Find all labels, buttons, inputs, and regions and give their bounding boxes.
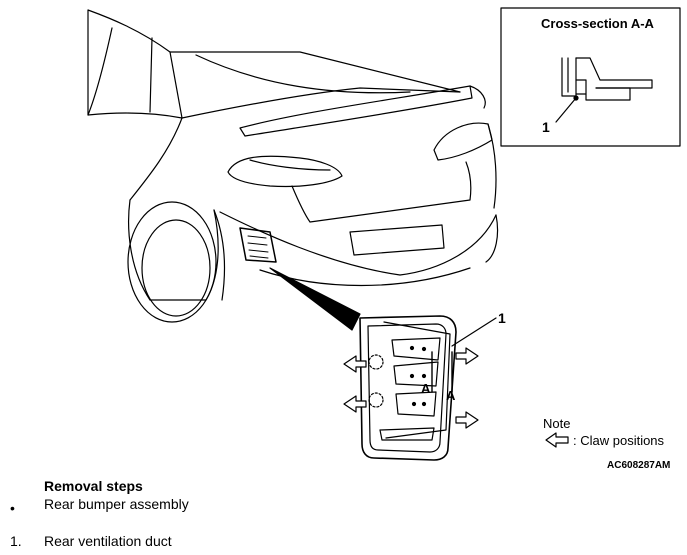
claw-arrow-left-lower	[343, 395, 367, 413]
note-legend-text: : Claw positions	[573, 433, 665, 448]
removal-step-marker: •	[10, 500, 15, 516]
detail-part-number: 1	[498, 310, 506, 326]
claw-arrow-left-upper	[343, 355, 367, 373]
note-label: Note	[543, 416, 570, 431]
vent-location-marker	[239, 227, 277, 263]
detail-part-leader	[451, 317, 497, 347]
figure-code: AC608287AM	[607, 460, 670, 471]
hollow-arrow-left-icon	[545, 432, 569, 448]
car-rear-illustration	[87, 9, 499, 323]
claw-arrows	[343, 347, 479, 429]
removal-steps-title: Removal steps	[44, 478, 143, 494]
removal-step-marker: 1.	[10, 533, 22, 549]
claw-arrow-right-lower	[455, 411, 479, 429]
detail-callout-wedge	[269, 267, 361, 331]
ventilation-duct-detail	[359, 315, 457, 461]
removal-step-label: Rear ventilation duct	[44, 533, 172, 549]
cross-section-drawing	[555, 57, 653, 123]
inset-title: Cross-section A-A	[541, 16, 655, 31]
removal-step-label: Rear bumper assembly	[44, 496, 189, 512]
claw-arrow-right-upper	[455, 347, 479, 365]
section-mark-lower: A	[446, 388, 456, 403]
section-mark-upper: A	[421, 381, 431, 396]
cross-section-inset-frame	[500, 7, 681, 147]
inset-part-number: 1	[542, 119, 550, 135]
